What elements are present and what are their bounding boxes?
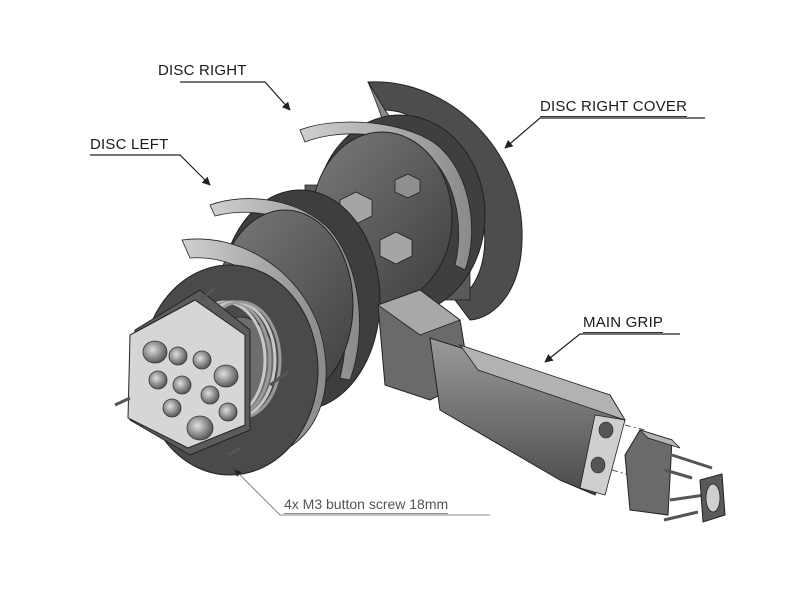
leader-disc-right-cover (504, 117, 705, 149)
leader-disc-right (180, 81, 291, 111)
label-main-grip: MAIN GRIP (583, 314, 664, 333)
leader-main-grip (544, 333, 680, 363)
label-disc-right-cover: DISC RIGHT COVER (540, 98, 688, 117)
front-cap (127, 289, 251, 456)
grip-end-cap (611, 424, 726, 523)
main-grip (377, 289, 626, 496)
label-disc-right: DISC RIGHT (158, 62, 247, 79)
front-screws (114, 286, 289, 457)
label-screws: 4x M3 button screw 18mm (284, 496, 449, 514)
leader-disc-left (90, 154, 211, 186)
label-disc-left: DISC LEFT (90, 136, 169, 153)
leader-screws (234, 469, 490, 516)
